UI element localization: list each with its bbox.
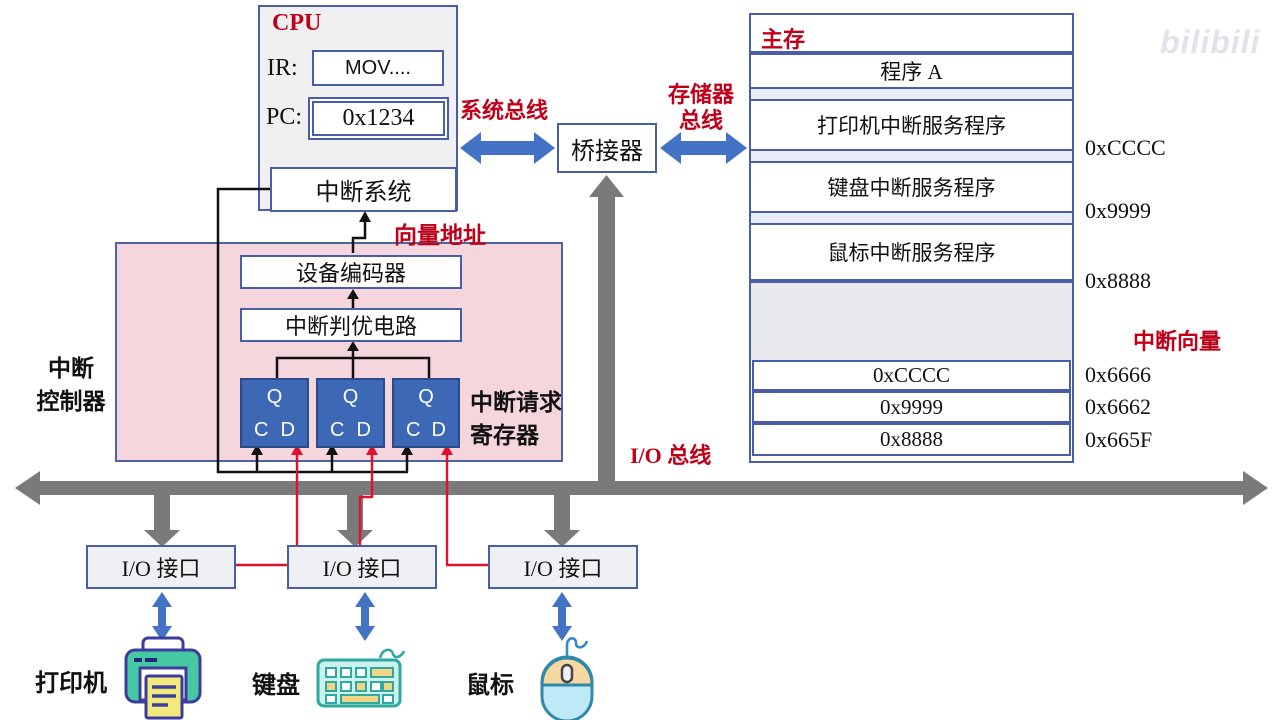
flipflop-q-label: Q (342, 386, 359, 408)
io-bus-label: I/O 总线 (630, 443, 712, 468)
flipflop-c-label: C (254, 419, 269, 441)
ir-register: MOV.... (312, 50, 444, 86)
memory-bus-label-line2: 总线 (678, 108, 723, 133)
segment-address: 0x8888 (1085, 268, 1151, 293)
pc-register-inner: 0x1234 (312, 101, 445, 136)
memory-segment-row: 程序 A (751, 53, 1072, 89)
flipflop-c-label: C (330, 419, 345, 441)
printer-label: 打印机 (35, 671, 107, 697)
vector-table-row: 0x9999 (752, 391, 1071, 423)
segment-address: 0x9999 (1085, 198, 1151, 223)
device-encoder-label: 设备编码器 (295, 261, 406, 286)
main-memory-header: 主存 (751, 15, 1072, 53)
pc-label: PC: (266, 104, 303, 130)
bridge-label: 桥接器 (571, 138, 643, 165)
memory-segment-row: 打印机中断服务程序 (751, 99, 1072, 151)
io-interface-label: I/O 接口 (322, 556, 402, 581)
vector-table-row: 0xCCCC (752, 360, 1071, 391)
memory-bus-label: 存储器 总线 (655, 82, 747, 134)
memory-gap (751, 89, 1072, 99)
interrupt-system-box: 中断系统 (270, 167, 457, 212)
main-memory-box: 主存 程序 A 打印机中断服务程序 键盘中断服务程序 鼠标中断服务程序 0xCC… (749, 13, 1074, 463)
keyboard-label: 键盘 (252, 673, 300, 699)
vector-value: 0xCCCC (872, 363, 951, 387)
mouse-label: 鼠标 (466, 673, 514, 699)
memory-segment-row: 鼠标中断服务程序 (751, 223, 1072, 281)
flipflop-c-label: C (406, 419, 421, 441)
memory-bus-label-line1: 存储器 (667, 82, 734, 107)
device-link-arrows (152, 592, 572, 641)
memory-segment-label: 打印机中断服务程序 (817, 114, 1006, 138)
main-memory-title: 主存 (761, 27, 806, 52)
io-interface-box-mouse: I/O 接口 (488, 545, 638, 589)
interrupt-controller-line2: 控制器 (36, 389, 106, 414)
interrupt-request-register-line2: 寄存器 (470, 423, 539, 448)
priority-circuit-box: 中断判优电路 (240, 308, 462, 342)
flipflop-d-label: D (431, 419, 446, 441)
pc-register: 0x1234 (308, 97, 449, 140)
device-encoder-box: 设备编码器 (240, 255, 462, 289)
main-memory-inner: 主存 程序 A 打印机中断服务程序 键盘中断服务程序 鼠标中断服务程序 0xCC… (751, 15, 1072, 461)
mouse-icon (532, 633, 602, 720)
system-bus-arrow (460, 132, 555, 164)
flipflop: Q C D (392, 378, 460, 448)
bridge-box: 桥接器 (557, 123, 657, 173)
interrupt-request-register-label: 中断请求 寄存器 (470, 386, 562, 452)
cpu-title: CPU (272, 10, 322, 36)
io-bus (15, 471, 1268, 505)
interrupt-controller-label: 中断 控制器 (28, 352, 114, 418)
io-interface-bus-stubs (144, 482, 580, 547)
flipflop-q-label: Q (418, 386, 434, 408)
io-interface-label: I/O 接口 (523, 556, 603, 581)
pc-value: 0x1234 (342, 105, 415, 131)
memory-gap (751, 213, 1072, 223)
vector-value: 0x9999 (880, 394, 943, 419)
vector-address: 0x665F (1085, 427, 1153, 452)
memory-gap (751, 151, 1072, 161)
vector-address-label: 向量地址 (394, 223, 486, 248)
printer-icon (118, 636, 208, 720)
interrupt-request-register-line1: 中断请求 (470, 390, 562, 415)
io-interface-box-keyboard: I/O 接口 (287, 545, 437, 589)
flipflop-d-label: D (280, 419, 295, 441)
memory-unused-region (751, 281, 1072, 360)
memory-segment-row: 键盘中断服务程序 (751, 161, 1072, 213)
bilibili-watermark: bilibili (1160, 24, 1261, 60)
memory-segment-label: 鼠标中断服务程序 (827, 241, 996, 265)
flipflop: Q C D (316, 378, 385, 448)
io-interface-box-printer: I/O 接口 (86, 545, 236, 589)
keyboard-icon (314, 640, 406, 715)
flipflop-q-label: Q (266, 386, 283, 408)
vector-address: 0x6662 (1085, 394, 1151, 419)
segment-address: 0xCCCC (1085, 135, 1166, 160)
interrupt-system-label: 中断系统 (315, 180, 412, 206)
ir-value: MOV.... (345, 56, 411, 79)
vector-value: 0x8888 (880, 427, 943, 451)
priority-circuit-label: 中断判优电路 (284, 314, 417, 339)
system-bus-label: 系统总线 (460, 98, 549, 123)
ir-label: IR: (267, 55, 298, 81)
memory-segment-label: 键盘中断服务程序 (827, 176, 996, 200)
bridge-bus-stub (589, 175, 624, 495)
interrupt-vector-label: 中断向量 (1133, 329, 1222, 354)
memory-segment-label: 程序 A (880, 60, 943, 84)
flipflop-d-label: D (356, 419, 371, 441)
vector-table-row: 0x8888 (752, 423, 1071, 456)
flipflop: Q C D (240, 378, 309, 448)
io-interface-label: I/O 接口 (121, 556, 201, 581)
memory-bus-arrow (660, 132, 747, 164)
vector-address: 0x6666 (1085, 362, 1151, 387)
interrupt-controller-line1: 中断 (48, 356, 94, 381)
